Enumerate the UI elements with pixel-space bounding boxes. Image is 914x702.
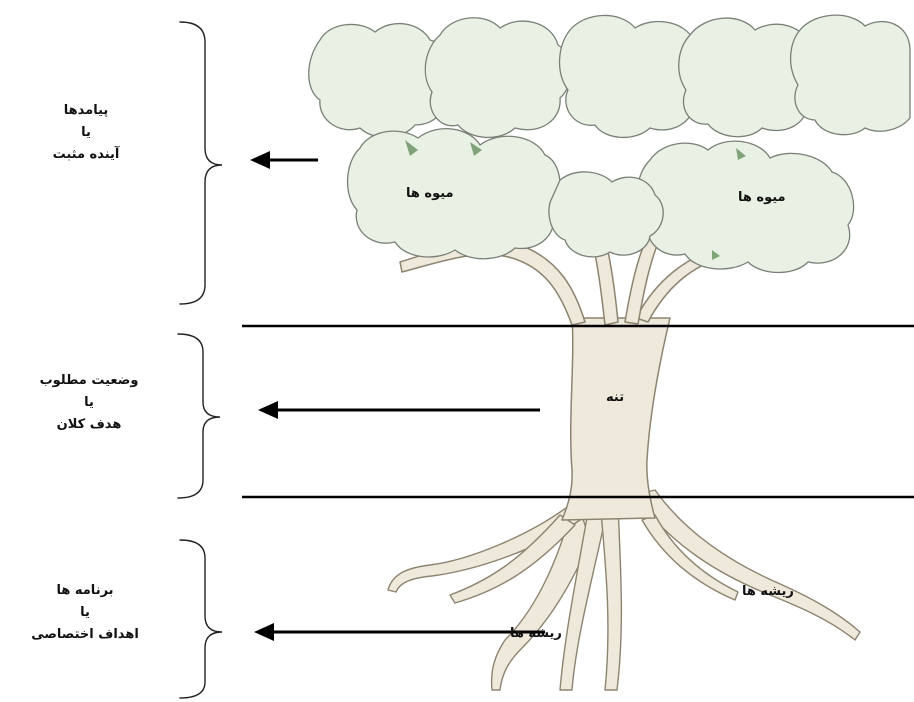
brace-bottom — [180, 540, 222, 698]
label-trunk: تنه — [606, 390, 624, 405]
arrow-top — [250, 151, 318, 169]
label-fruit-left: میوه ها — [406, 186, 454, 201]
label-roots-left: ریشه ها — [510, 626, 562, 641]
label-goal: وضعیت مطلوب یا هدف کلان — [14, 370, 164, 436]
label-programs-line2: یا — [10, 602, 160, 624]
label-outcomes-line1: پیامدها — [26, 100, 146, 122]
label-roots-right: ریشه ها — [742, 584, 794, 599]
label-goal-line2: یا — [14, 392, 164, 414]
arrow-bottom — [254, 623, 545, 641]
arrow-middle — [258, 401, 540, 419]
brace-top — [180, 22, 222, 304]
label-programs-line3: اهداف اختصاصی — [10, 624, 160, 646]
brace-middle — [178, 334, 220, 498]
label-goal-line3: هدف کلان — [14, 414, 164, 436]
label-outcomes-line2: یا — [26, 122, 146, 144]
label-programs: برنامه ها یا اهداف اختصاصی — [10, 580, 160, 646]
foliage — [309, 15, 910, 272]
label-programs-line1: برنامه ها — [10, 580, 160, 602]
label-goal-line1: وضعیت مطلوب — [14, 370, 164, 392]
label-outcomes-line3: آینده مثبت — [26, 144, 146, 166]
label-fruit-right: میوه ها — [738, 190, 786, 205]
label-outcomes: پیامدها یا آینده مثبت — [26, 100, 146, 166]
